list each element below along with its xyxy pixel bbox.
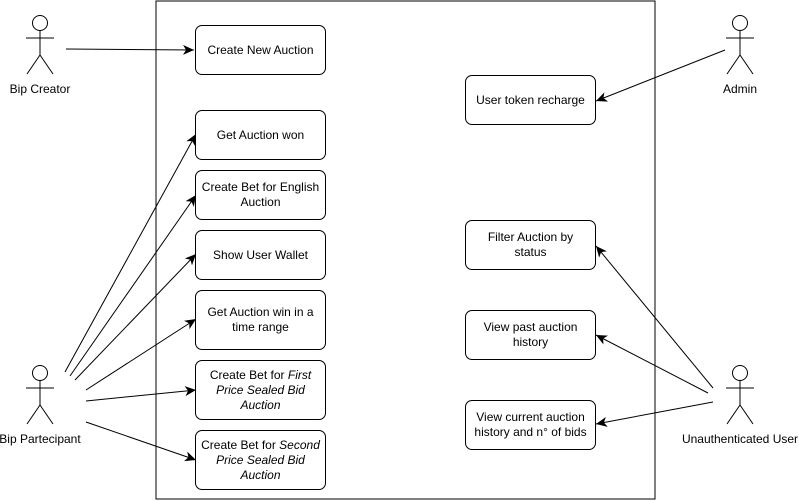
edge-user-filter-status <box>595 245 714 389</box>
use-case-label: Show User Wallet <box>213 247 308 262</box>
use-case-view-past-auction-history: View past auction history <box>465 310 596 360</box>
bip-creator-figure <box>26 15 54 75</box>
use-case-filter-auction-by-status: Filter Auction by status <box>465 220 596 270</box>
edge-partecipant-wallet <box>74 253 197 381</box>
use-case-label: Get Auction win in a time range <box>207 305 314 334</box>
use-case-label: Filter Auction by status <box>487 230 574 259</box>
edge-user-current-history <box>595 401 714 427</box>
use-case-label-prefix: Create Bet for <box>201 437 280 452</box>
use-case-user-token-recharge: User token recharge <box>465 75 596 125</box>
use-case-label: User token recharge <box>476 92 585 107</box>
edge-creator-create-auction <box>65 44 195 55</box>
edge-partecipant-first-price <box>85 386 197 402</box>
use-case-label-prefix: Create Bet for <box>209 367 288 382</box>
actor-admin: Admin <box>722 82 758 96</box>
use-case-label: View past auction history <box>483 320 578 349</box>
unauthenticated-user-figure <box>726 365 754 425</box>
use-case-get-auction-won: Get Auction won <box>195 110 326 160</box>
system-boundary <box>155 0 656 500</box>
use-case-label: View current auction history and n° of b… <box>474 410 587 439</box>
edge-partecipant-win-time-range <box>85 318 197 391</box>
bip-partecipant-figure <box>26 365 54 425</box>
use-case-create-bet-first-price: Create Bet for First Price Sealed Bid Au… <box>195 360 326 420</box>
use-case-create-new-auction: Create New Auction <box>195 25 326 75</box>
use-case-label: Create New Auction <box>207 42 314 57</box>
admin-figure <box>726 15 754 75</box>
actor-bip-creator: Bip Creator <box>9 82 71 96</box>
use-case-view-current-auction-history: View current auction history and n° of b… <box>465 400 596 450</box>
edge-partecipant-bet-english <box>69 194 197 377</box>
actor-unauthenticated-user: Unauthenticated User <box>681 432 799 446</box>
use-case-label: Get Auction won <box>216 127 305 142</box>
use-case-label: Create Bet for Second Price Sealed Bid A… <box>201 438 320 483</box>
edge-partecipant-auction-won <box>64 133 197 373</box>
use-case-label: Create Bet for English Auction <box>201 180 320 209</box>
use-case-label-italic: First Price Sealed Bid Auction <box>216 367 312 412</box>
use-case-create-bet-english: Create Bet for English Auction <box>195 170 326 220</box>
use-case-get-auction-win-time-range: Get Auction win in a time range <box>195 290 326 350</box>
actor-bip-partecipant: Bip Partecipant <box>0 432 81 446</box>
edge-partecipant-second-price <box>85 421 197 462</box>
use-case-label: Create Bet for First Price Sealed Bid Au… <box>201 368 320 413</box>
edge-user-past-history <box>595 334 709 394</box>
edge-admin-token-recharge <box>595 49 726 102</box>
use-case-create-bet-second-price: Create Bet for Second Price Sealed Bid A… <box>195 430 326 490</box>
use-case-show-user-wallet: Show User Wallet <box>195 230 326 280</box>
use-case-label-italic: Second Price Sealed Bid Auction <box>216 437 320 482</box>
